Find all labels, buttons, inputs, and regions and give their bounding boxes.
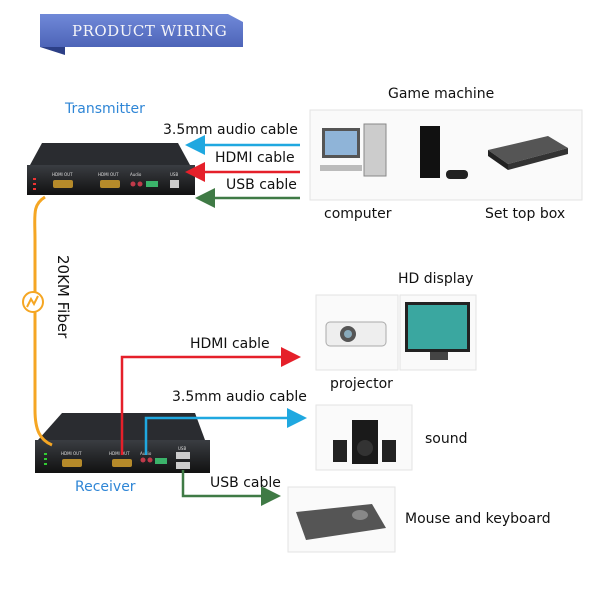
- usb-cable-out-label: USB cable: [210, 475, 281, 491]
- keyboard-icon: [296, 504, 386, 540]
- transmitter-label: Transmitter: [65, 101, 145, 117]
- computer-icon: [320, 123, 387, 177]
- svg-text:HDMI OUT: HDMI OUT: [61, 451, 82, 456]
- game-machine-label: Game machine: [388, 86, 495, 102]
- transmitter-device: HDMI OUT HDMI OUT Audio USB: [27, 143, 195, 195]
- set-top-box-icon: [488, 136, 568, 170]
- hd-display-label: HD display: [398, 271, 474, 287]
- hdmi-port: [53, 180, 73, 188]
- game-console-icon: [420, 126, 468, 179]
- audio-cable-out-arrow: [144, 408, 307, 455]
- hd-display-box: [399, 294, 477, 371]
- hdmi-cable-out-label: HDMI cable: [190, 336, 270, 352]
- keyboard-box: [287, 486, 396, 553]
- projector-box: [315, 294, 399, 371]
- sound-box: [315, 404, 413, 471]
- keyboard-label: Mouse and keyboard: [405, 511, 551, 527]
- svg-text:HDMI OUT: HDMI OUT: [52, 172, 73, 177]
- audio-cable-in-label: 3.5mm audio cable: [163, 122, 298, 138]
- projector-label: projector: [330, 376, 393, 392]
- fiber-icon: [22, 291, 44, 313]
- set-top-box-label: Set top box: [485, 206, 566, 222]
- monitor-icon: [405, 302, 470, 360]
- projector-icon: [325, 321, 387, 347]
- svg-text:USB: USB: [170, 172, 178, 177]
- hdmi-port: [100, 180, 120, 188]
- computer-label: computer: [324, 206, 392, 222]
- usb-cable-in-label: USB cable: [226, 177, 297, 193]
- speaker-icon: [333, 420, 396, 464]
- svg-text:HDMI OUT: HDMI OUT: [109, 451, 130, 456]
- banner: PRODUCT WIRING: [40, 14, 243, 55]
- hdmi-port: [112, 459, 132, 467]
- hdmi-port: [62, 459, 82, 467]
- hdmi-cable-in-label: HDMI cable: [215, 150, 295, 166]
- audio-cable-out-label: 3.5mm audio cable: [172, 389, 307, 405]
- source-devices-panel: [309, 109, 583, 201]
- receiver-label: Receiver: [75, 479, 136, 495]
- banner-title: PRODUCT WIRING: [72, 22, 227, 40]
- svg-text:HDMI OUT: HDMI OUT: [98, 172, 119, 177]
- usb-cable-out-arrow: [181, 470, 281, 506]
- svg-text:USB: USB: [178, 446, 186, 451]
- hdmi-cable-out-arrow: [120, 347, 301, 455]
- svg-text:Audio: Audio: [130, 172, 142, 177]
- fiber-label: 20KM Fiber: [54, 255, 72, 339]
- fiber-cable: [33, 195, 53, 447]
- sound-label: sound: [425, 431, 468, 447]
